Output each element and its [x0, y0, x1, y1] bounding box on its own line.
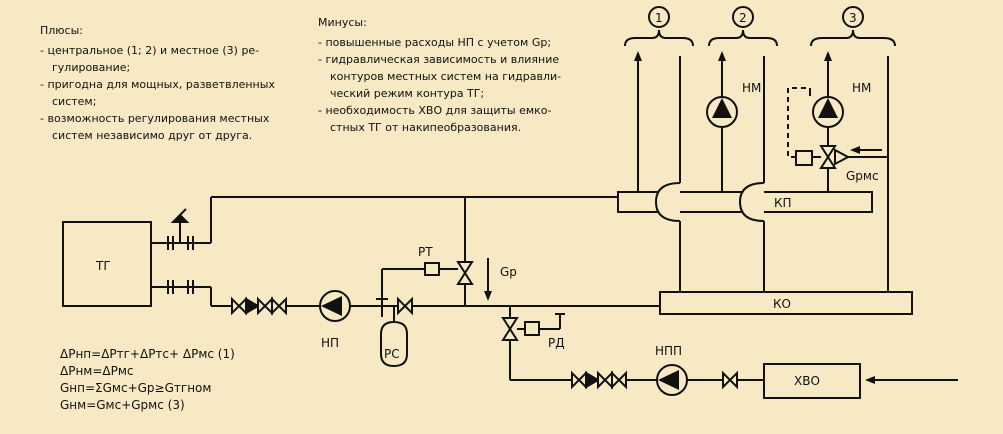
- gate-valve-icon: [397, 296, 413, 316]
- pros-line: - центральное (1; 2) и местное (3) ре-: [40, 44, 260, 57]
- nm-label-2: НМ: [852, 81, 871, 95]
- check-valve-icon: [245, 297, 260, 315]
- gate-valve-icon: [722, 370, 738, 390]
- ko-label: КО: [773, 297, 791, 311]
- pros-line: - возможность регулирования местных: [40, 112, 270, 125]
- pros-title: Плюсы:: [40, 24, 84, 37]
- rt-box: [424, 262, 440, 276]
- circuit-1-label: 1: [655, 11, 663, 25]
- three-way-valve-icon: [819, 145, 837, 169]
- circuit-2-label: 2: [739, 11, 747, 25]
- gate-valve-icon: [231, 296, 247, 316]
- formula-line: Gнп=ΣGмс+Gр≥Gтгном: [60, 381, 212, 395]
- pros-line: систем;: [52, 95, 97, 108]
- npp-label: НПП: [655, 344, 682, 358]
- hvo-box: [763, 363, 861, 399]
- regulating-valve-icon: [501, 317, 519, 341]
- ko-collector: [659, 291, 913, 315]
- pros-line: гулирование;: [52, 61, 131, 74]
- kp-label: КП: [774, 196, 792, 210]
- circuit-3-marker: [842, 6, 864, 28]
- check-valve-icon: [585, 371, 600, 389]
- cons-title: Минусы:: [318, 16, 367, 29]
- cons-line: ческий режим контура ТГ;: [330, 87, 485, 100]
- rd-box: [524, 321, 540, 336]
- formula-line: ΔPнп=ΔPтг+ΔPтс+ ΔPмс (1): [60, 347, 235, 361]
- circuit-2-marker: [732, 6, 754, 28]
- pros-line: систем независимо друг от друга.: [52, 129, 253, 142]
- np-label: НП: [321, 336, 339, 350]
- grms-label: Gрмс: [846, 169, 879, 183]
- cons-line: стных ТГ от накипеобразования.: [330, 121, 522, 134]
- rs-tank: [380, 320, 408, 368]
- regulating-valve-icon: [456, 261, 474, 285]
- circuit-3-label: 3: [849, 11, 857, 25]
- cons-line: контуров местных систем на гидравли-: [330, 70, 562, 83]
- rt-label: РТ: [418, 245, 433, 259]
- pros-block: Плюсы: - центральное (1; 2) и местное (3…: [40, 22, 275, 144]
- cons-block: Минусы: - повышенные расходы НП с учетом…: [318, 14, 561, 136]
- nm-label-1: НМ: [742, 81, 761, 95]
- pros-line: - пригодна для мощных, разветвленных: [40, 78, 275, 91]
- formula-line: ΔPнм=ΔPмс: [60, 364, 134, 378]
- cons-line: - повышенные расходы НП с учетом Gр;: [318, 36, 552, 49]
- circuit-1-marker: [648, 6, 670, 28]
- tg-label: ТГ: [95, 259, 111, 273]
- tg-box: [62, 221, 152, 307]
- hvo-label: ХВО: [794, 374, 820, 388]
- formula-line: Gнм=Gмс+Gрмс (3): [60, 398, 185, 412]
- cons-line: - гидравлическая зависимость и влияние: [318, 53, 560, 66]
- safety-valve-icon: [170, 213, 190, 223]
- gate-valve-icon: [571, 370, 587, 390]
- rd-label: РД: [548, 336, 565, 350]
- formula-block: ΔPнп=ΔPтг+ΔPтс+ ΔPмс (1) ΔPнм=ΔPмс Gнп=Σ…: [60, 346, 235, 414]
- rms-controller-box: [795, 150, 813, 166]
- cons-line: - необходимость ХВО для защиты емко-: [318, 104, 552, 117]
- rs-label: РС: [384, 347, 400, 361]
- gp-label: Gр: [500, 265, 517, 279]
